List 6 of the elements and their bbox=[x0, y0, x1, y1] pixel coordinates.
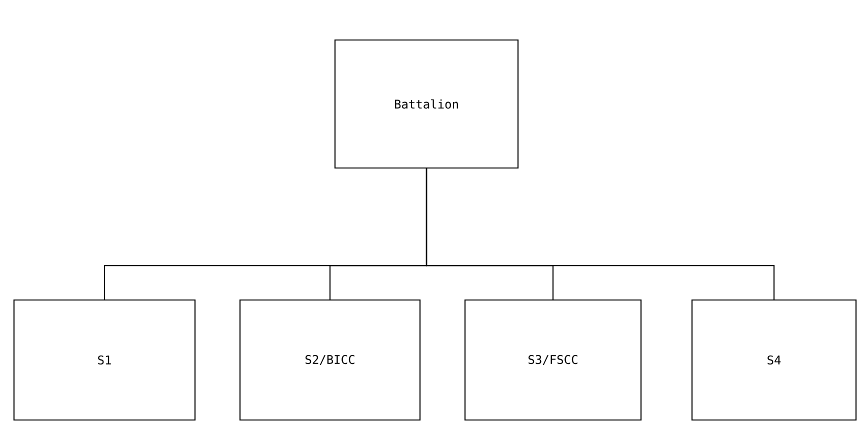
org-box: S1 bbox=[13, 299, 196, 421]
org-box: Battalion bbox=[334, 39, 519, 169]
org-box: S4 bbox=[691, 299, 857, 421]
connector-line bbox=[426, 168, 775, 300]
org-box: S3/FSCC bbox=[464, 299, 642, 421]
org-box: S2/BICC bbox=[239, 299, 421, 421]
